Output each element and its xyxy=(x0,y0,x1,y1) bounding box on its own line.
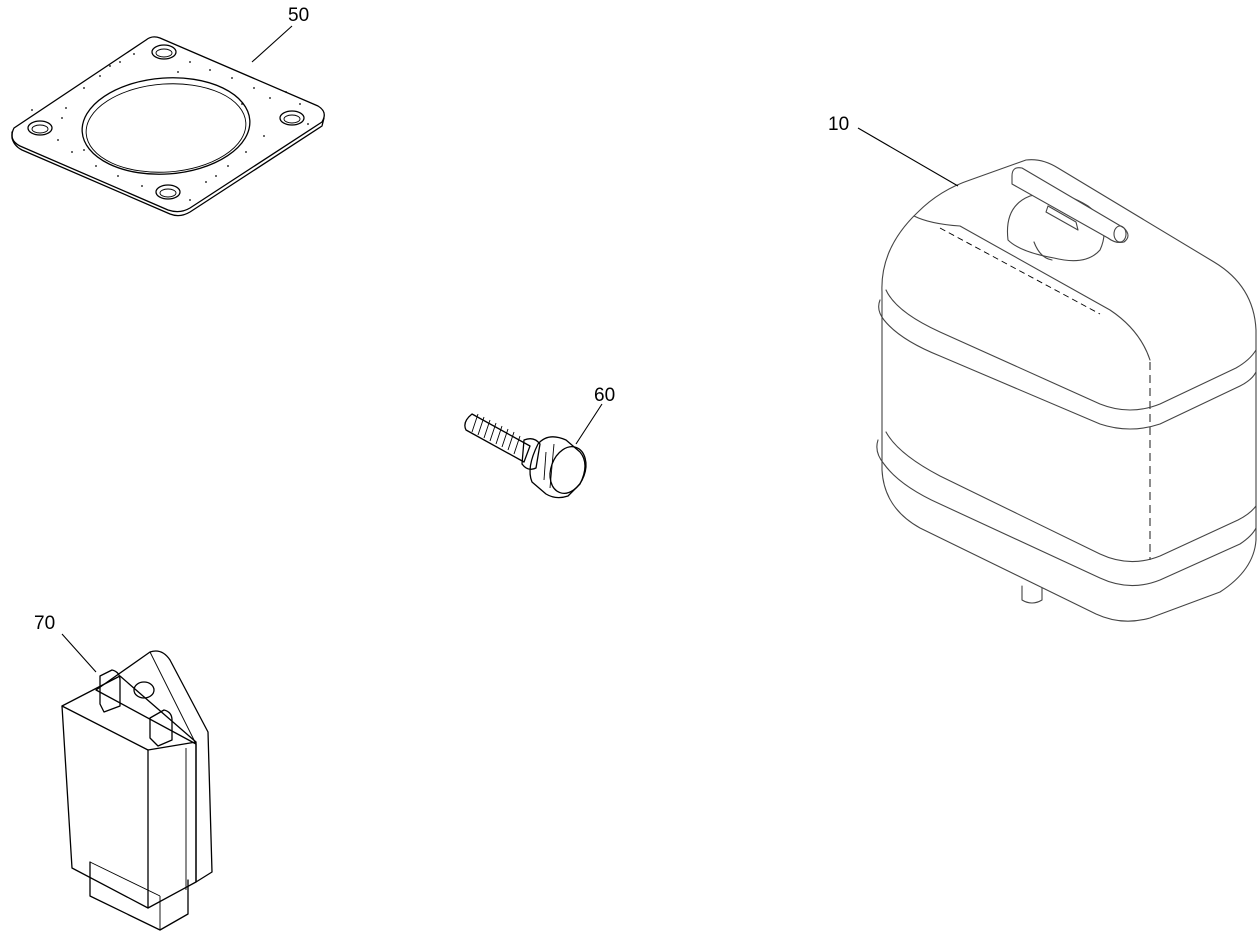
callout-10: 10 xyxy=(828,114,849,135)
leader-line-60 xyxy=(575,403,603,445)
bolt-part-60 xyxy=(464,413,587,499)
reservoir-tank-part-10 xyxy=(876,159,1257,622)
leader-line-10 xyxy=(857,127,959,187)
callout-60: 60 xyxy=(594,385,615,406)
gasket-part-50 xyxy=(11,36,325,217)
module-part-70 xyxy=(61,650,213,931)
callout-50: 50 xyxy=(288,5,309,26)
leader-line-50 xyxy=(251,25,293,63)
leader-line-70 xyxy=(61,633,97,673)
callout-70: 70 xyxy=(34,613,55,634)
